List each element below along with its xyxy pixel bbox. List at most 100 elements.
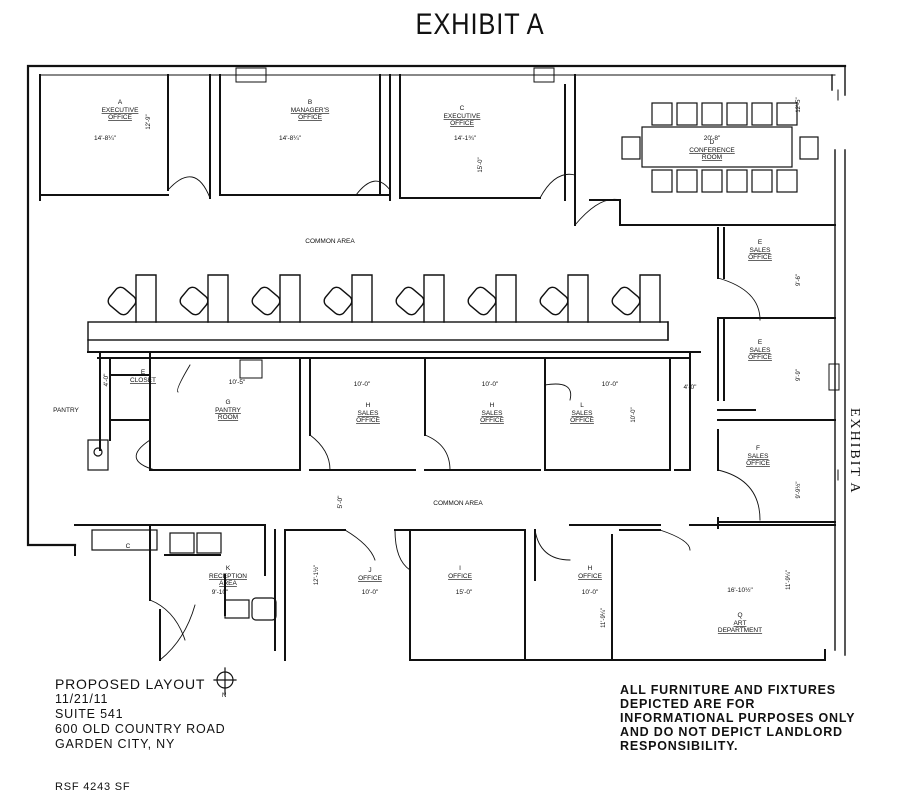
room-dimension: 10'-5" bbox=[229, 379, 246, 386]
room-name: CONFERENCE bbox=[689, 147, 735, 154]
compass-icon: N bbox=[213, 667, 237, 699]
exhibit-title: EXHIBIT A bbox=[415, 8, 545, 41]
room-dimension: 14'-8¼" bbox=[279, 135, 302, 142]
chair-icon bbox=[611, 286, 641, 316]
room-name: OFFICE bbox=[448, 573, 472, 580]
door-swings-bottom bbox=[149, 529, 691, 661]
disclaimer-line: AND DO NOT DEPICT LANDLORD bbox=[620, 725, 843, 739]
room-name: OFFICE bbox=[748, 354, 772, 361]
room-letter: L bbox=[580, 402, 584, 409]
chair-icon bbox=[651, 169, 673, 193]
room-letter: F bbox=[756, 445, 760, 452]
room-letter: H bbox=[366, 402, 371, 409]
chair-icon bbox=[776, 102, 798, 126]
room-name: ROOM bbox=[702, 154, 722, 161]
pantry-fixtures bbox=[87, 439, 158, 551]
info-date: 11/21/11 bbox=[55, 692, 109, 706]
area-label-corridor-dim2: 5'-0" bbox=[337, 495, 344, 509]
room-dimension-vertical: 12'-5" bbox=[796, 97, 802, 112]
chair-icon bbox=[621, 136, 641, 160]
disclaimer-line: ALL FURNITURE AND FIXTURES bbox=[620, 683, 836, 697]
room-dimension-vertical: 9'-9½" bbox=[795, 482, 802, 499]
rsf-label: RSF 4243 SF bbox=[55, 781, 131, 793]
chair-icon bbox=[799, 136, 819, 160]
chair-icon bbox=[776, 169, 798, 193]
area-label-corridor-dim: 4'-0" bbox=[684, 384, 698, 391]
room-name: ART bbox=[734, 620, 747, 627]
room-dimension: 14'-1¾" bbox=[454, 135, 477, 142]
disclaimer: ALL FURNITURE AND FIXTURES DEPICTED ARE … bbox=[620, 683, 855, 753]
room-dimension-vertical: 11'-9¼" bbox=[786, 570, 792, 590]
room-letter: C bbox=[460, 105, 465, 112]
room-letter: H bbox=[490, 402, 495, 409]
room-name: OFFICE bbox=[578, 573, 602, 580]
room-letter: Q bbox=[737, 612, 742, 619]
cubicle-panel bbox=[351, 274, 373, 323]
middle-offices bbox=[87, 351, 701, 471]
room-dimension: 15'-0" bbox=[456, 589, 473, 596]
room-dimension-vertical: 12'-9" bbox=[146, 114, 152, 129]
room-dimension-vertical: 9'-6" bbox=[796, 274, 802, 286]
room-name: AREA bbox=[219, 580, 237, 587]
area-label-pantry: PANTRY bbox=[53, 407, 79, 414]
room-letter: E bbox=[141, 369, 146, 376]
disclaimer-line: RESPONSIBILITY. bbox=[620, 739, 739, 753]
door-swings-right bbox=[717, 277, 761, 521]
conference-chairs bbox=[621, 102, 819, 193]
room-dimension: 20'-8" bbox=[704, 135, 721, 142]
bottom-offices bbox=[74, 524, 836, 661]
room-letter: I bbox=[459, 565, 461, 572]
room-dimension: 16'-10½" bbox=[727, 586, 753, 594]
cubicle-panel bbox=[495, 274, 517, 323]
chair-icon bbox=[323, 286, 353, 316]
chair-icon bbox=[395, 286, 425, 316]
info-title: PROPOSED LAYOUT bbox=[55, 676, 206, 692]
chair-icon bbox=[251, 286, 281, 316]
chair-icon bbox=[726, 102, 748, 126]
room-name: SALES bbox=[482, 410, 504, 417]
room-dimension: 14'-8¼" bbox=[94, 135, 117, 142]
room-name: ROOM bbox=[218, 414, 238, 421]
top-offices bbox=[39, 74, 836, 226]
chair-icon bbox=[179, 286, 209, 316]
room-dimension-vertical: 10'-0" bbox=[631, 407, 637, 422]
room-dimension: 10'-0" bbox=[362, 589, 379, 596]
chair-icon bbox=[701, 169, 723, 193]
room-dimension-vertical: 11'-9¼" bbox=[601, 608, 607, 628]
info-city: GARDEN CITY, NY bbox=[55, 737, 176, 751]
cubicle-panel bbox=[135, 274, 157, 323]
chair-icon bbox=[107, 286, 137, 316]
room-name: RECEPTION bbox=[209, 573, 247, 580]
cubicle-panel bbox=[207, 274, 229, 323]
room-dimension: 10'-0" bbox=[354, 381, 371, 388]
room-letter: E bbox=[758, 339, 763, 346]
room-name: EXECUTIVE bbox=[444, 113, 482, 120]
workstation-chairs bbox=[107, 274, 661, 323]
room-name: OFFICE bbox=[108, 114, 132, 121]
chair-icon bbox=[701, 102, 723, 126]
right-offices bbox=[717, 227, 836, 529]
room-letter: D bbox=[710, 139, 715, 146]
room-name: SALES bbox=[358, 410, 380, 417]
room-name: SALES bbox=[572, 410, 594, 417]
room-dimension-vertical: 9'-9" bbox=[796, 369, 802, 381]
room-dimension: 10'-0" bbox=[602, 381, 619, 388]
chair-icon bbox=[539, 286, 569, 316]
room-letter: H bbox=[588, 565, 593, 572]
room-letter: A bbox=[118, 99, 123, 106]
room-letter: E bbox=[758, 239, 763, 246]
disclaimer-line: INFORMATIONAL PURPOSES ONLY bbox=[620, 711, 856, 725]
compass-north-label: N bbox=[222, 693, 226, 699]
chair-icon bbox=[676, 169, 698, 193]
cubicle-panel bbox=[279, 274, 301, 323]
cubicle-panel bbox=[567, 274, 589, 323]
room-labels: AEXECUTIVEOFFICE14'-8¼"12'-9"BMANAGER'SO… bbox=[53, 97, 802, 634]
info-address: 600 OLD COUNTRY ROAD bbox=[55, 722, 226, 736]
room-name: OFFICE bbox=[748, 254, 772, 261]
room-name: MANAGER'S bbox=[291, 107, 330, 114]
room-name: EXECUTIVE bbox=[102, 107, 140, 114]
chair-icon bbox=[726, 169, 748, 193]
area-label-closet-c: C bbox=[126, 543, 131, 550]
room-letter: K bbox=[226, 565, 231, 572]
